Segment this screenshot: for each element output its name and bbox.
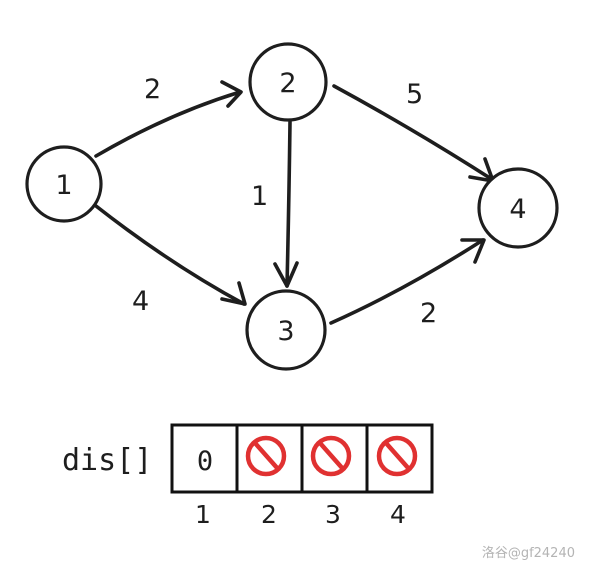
- node-label: 1: [55, 170, 72, 201]
- node-label: 4: [509, 194, 526, 225]
- array-index-label: 4: [390, 500, 406, 529]
- no-entry-icon: [245, 435, 287, 477]
- node-label: 2: [279, 68, 296, 99]
- edge-1-3: 4: [94, 204, 247, 317]
- array-name: dis[]: [62, 443, 152, 478]
- array-index-label: 1: [195, 500, 211, 529]
- node-1: 1: [25, 145, 103, 223]
- array-index-label: 3: [325, 500, 341, 529]
- no-entry-icon: [376, 435, 418, 477]
- array-cell-1: 0: [170, 423, 239, 494]
- edge-weight-1-3: 4: [132, 286, 149, 317]
- node-2: 2: [248, 42, 328, 122]
- no-entry-icon: [310, 435, 352, 477]
- node-4: 4: [477, 167, 559, 249]
- watermark: 洛谷@gf24240: [482, 546, 575, 561]
- edge-weight-2-3: 1: [251, 181, 268, 212]
- array-cell-4: [365, 423, 434, 494]
- cell-value: 0: [197, 446, 213, 477]
- edge-1-2: 2: [94, 74, 243, 158]
- edge-weight-1-2: 2: [144, 74, 161, 105]
- node-3: 3: [245, 289, 327, 371]
- array-cell-3: [300, 423, 369, 494]
- array-cell-2: [235, 423, 304, 494]
- edge-2-3: 1: [251, 120, 299, 288]
- edge-3-4: 2: [329, 238, 486, 329]
- node-label: 3: [277, 316, 294, 347]
- edge-weight-3-4: 2: [420, 298, 437, 329]
- array-index-label: 2: [261, 500, 277, 529]
- edge-weight-2-4: 5: [406, 79, 423, 110]
- edge-2-4: 5: [332, 79, 495, 183]
